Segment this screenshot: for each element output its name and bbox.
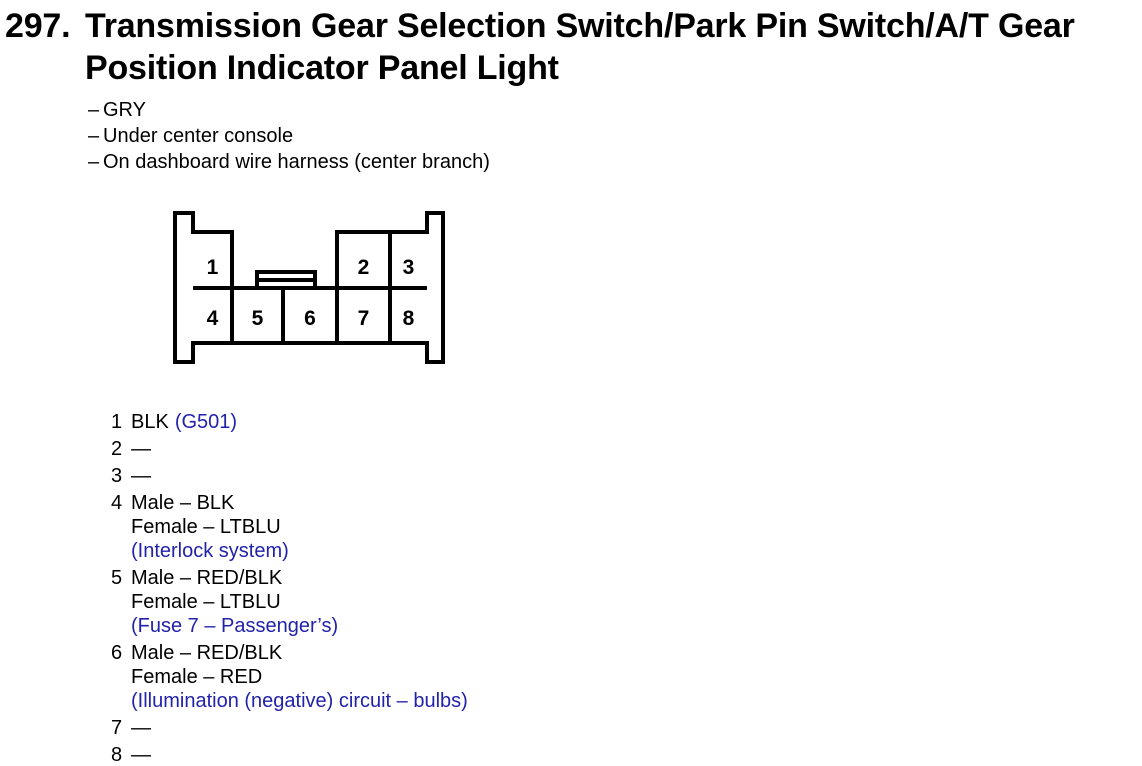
pin-number: 6 (111, 642, 123, 664)
connector-notes: –GRY –Under center console –On dashboard… (88, 97, 1142, 175)
dash-marker: – (88, 99, 100, 121)
pin-number: 8 (111, 744, 123, 766)
pin-circuit-note: (Interlock system) (131, 540, 289, 562)
note-text: On dashboard wire harness (center branch… (103, 151, 490, 173)
pin-list: 1 BLK(G501) 2 — 3 — 4 Male – BLK Female … (111, 410, 468, 766)
pin-wire-color: BLK (131, 411, 169, 433)
pin-male-wire-line: Male – BLK (131, 492, 235, 514)
pin-number: 2 (111, 438, 123, 460)
pin-female-wire-line: Female – LTBLU (131, 591, 281, 613)
pin-row-4: 4 Male – BLK Female – LTBLU (Interlock s… (111, 491, 468, 563)
connector-diagram: 1 2 3 4 5 6 7 8 (173, 211, 445, 364)
pin-ground-ref: (G501) (174, 411, 238, 433)
cell-1-label: 1 (207, 256, 219, 279)
pin-wire-line: — (131, 717, 151, 739)
cell-3-label: 3 (403, 256, 415, 279)
note-text: GRY (103, 99, 146, 121)
pin-circuit-note: (Fuse 7 – Passenger’s) (131, 615, 339, 637)
cell-5-label: 5 (252, 307, 264, 330)
pin-number: 3 (111, 465, 123, 487)
cell-4-label: 4 (207, 307, 219, 330)
pin-row-3: 3 — (111, 464, 468, 488)
cell-2-label: 2 (358, 256, 370, 279)
pin-row-8: 8 — (111, 743, 468, 766)
pin-number: 1 (111, 411, 123, 433)
cell-8-label: 8 (403, 307, 415, 330)
pin-circuit-note: (Illumination (negative) circuit – bulbs… (131, 690, 468, 712)
pin-wire-line: BLK(G501) (131, 410, 237, 434)
pin-row-7: 7 — (111, 716, 468, 740)
pin-number: 5 (111, 567, 123, 589)
section-number: 297. (5, 7, 71, 45)
pin-number: 7 (111, 717, 123, 739)
page-title: Transmission Gear Selection Switch/Park … (85, 7, 1075, 87)
pin-wire-line: — (131, 465, 151, 487)
pin-female-wire-line: Female – LTBLU (131, 516, 281, 538)
pin-row-6: 6 Male – RED/BLK Female – RED (Illuminat… (111, 641, 468, 713)
section-heading: 297. Transmission Gear Selection Switch/… (0, 0, 1142, 89)
dash-marker: – (88, 151, 100, 173)
note-harness: –On dashboard wire harness (center branc… (88, 149, 1142, 175)
pin-row-2: 2 — (111, 437, 468, 461)
note-location: –Under center console (88, 123, 1142, 149)
pin-wire-line: — (131, 438, 151, 460)
pin-male-wire-line: Male – RED/BLK (131, 642, 283, 664)
pin-row-5: 5 Male – RED/BLK Female – LTBLU (Fuse 7 … (111, 566, 468, 638)
dash-marker: – (88, 125, 100, 147)
note-connector-color: –GRY (88, 97, 1142, 123)
pin-female-wire-line: Female – RED (131, 666, 263, 688)
cell-7-label: 7 (358, 307, 370, 330)
pin-number: 4 (111, 492, 123, 514)
note-text: Under center console (103, 125, 294, 147)
pin-wire-line: — (131, 744, 151, 766)
pin-male-wire-line: Male – RED/BLK (131, 567, 283, 589)
cell-6-label: 6 (304, 307, 316, 330)
pin-row-1: 1 BLK(G501) (111, 410, 468, 434)
